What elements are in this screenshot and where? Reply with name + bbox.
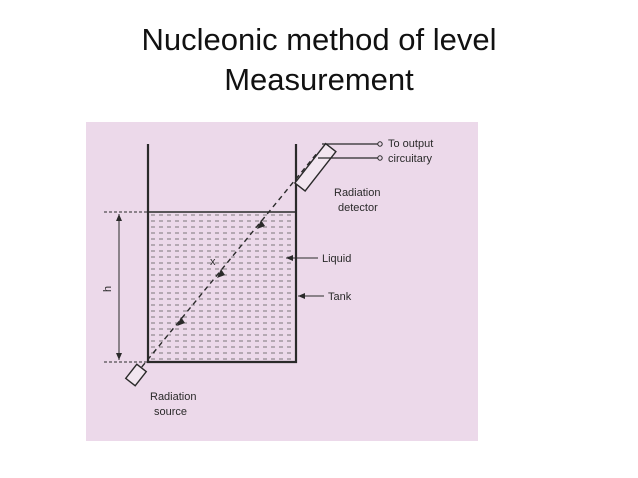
output-terminal-top [377,141,383,147]
radiation-arrow-3 [257,220,265,229]
nucleonic-level-diagram: h x To output circuitary Radiation detec… [102,138,433,418]
source-label-line-2: source [154,406,187,418]
height-arrow-top [116,214,122,221]
radiation-detector [293,142,337,192]
tank-arrowhead [298,293,305,299]
liquid-fill [148,212,296,362]
radiation-arrow-1 [177,317,185,326]
liquid-label: Liquid [322,253,351,265]
slide-title: Nucleonic method of level Measurement [0,20,638,100]
path-label: x [210,256,216,268]
radiation-path [135,151,319,375]
tank-label: Tank [328,291,352,303]
output-label-line-1: To output [388,138,433,150]
title-line-1: Nucleonic method of level [141,22,497,57]
tank-walls [146,144,298,364]
output-terminal-bottom [377,155,383,161]
output-label-line-2: circuitary [388,153,433,165]
height-arrow-bottom [116,353,122,360]
liquid-arrowhead [286,255,293,261]
radiation-source [124,363,148,387]
detector-label-line-2: detector [338,202,378,214]
source-label-line-1: Radiation [150,391,196,403]
detector-label-line-1: Radiation [334,187,380,199]
diagram-photo: h x To output circuitary Radiation detec… [86,122,478,441]
height-label: h [102,286,114,292]
radiation-arrow-2 [217,269,225,278]
title-line-2: Measurement [224,62,414,97]
